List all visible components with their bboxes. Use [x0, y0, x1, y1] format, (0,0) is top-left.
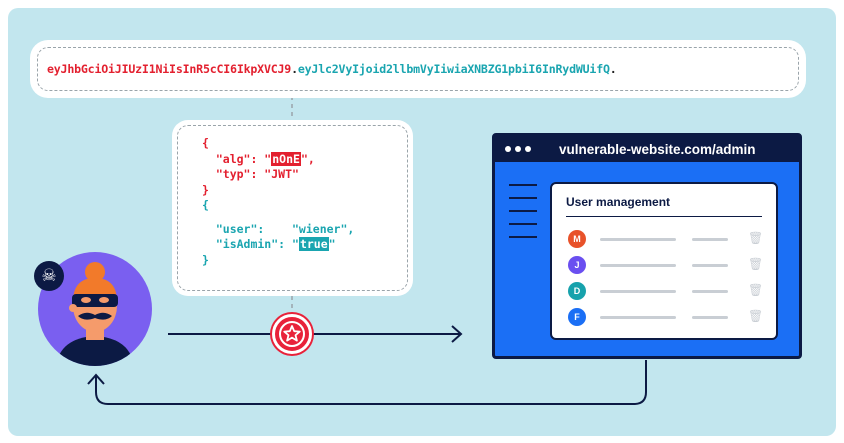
- jwt-token-bar: eyJhbGciOiJIUzI1NiIsInR5cCI6IkpXVCJ9.eyJ…: [32, 42, 804, 96]
- browser-title-bar: vulnerable-website.com/admin: [495, 136, 799, 162]
- placeholder-line: [692, 238, 728, 241]
- user-avatar: M: [568, 230, 586, 248]
- isadmin-value-highlight: true: [298, 237, 329, 251]
- placeholder-line: [692, 316, 728, 319]
- card-title: User management: [566, 195, 671, 209]
- jwt-separator: .: [291, 62, 298, 76]
- trash-icon: 🗑: [748, 231, 764, 245]
- alg-line: "alg": "nOnE",: [202, 151, 315, 166]
- user-avatar: D: [568, 282, 586, 300]
- jwt-separator: .: [609, 62, 617, 76]
- request-arrowhead: [451, 325, 463, 343]
- decoded-jwt-panel: { "alg": "nOnE", "typ": "JWT" } { "user"…: [172, 120, 413, 296]
- hamburger-menu-icon: [509, 184, 537, 249]
- user-avatar: J: [568, 256, 586, 274]
- placeholder-line: [692, 290, 728, 293]
- attacker-illustration: [56, 262, 134, 366]
- user-line: "user": "wiener",: [202, 221, 355, 236]
- header-close-brace: }: [202, 182, 209, 197]
- placeholder-line: [600, 290, 676, 293]
- placeholder-line: [600, 264, 676, 267]
- placeholder-line: [692, 264, 728, 267]
- browser-window: vulnerable-website.com/admin User manage…: [492, 133, 802, 359]
- header-open-brace: {: [202, 136, 209, 150]
- user-avatar: F: [568, 308, 586, 326]
- response-path: [95, 360, 647, 405]
- user-row: F 🗑: [568, 308, 768, 326]
- isadmin-line: "isAdmin": "true": [202, 237, 336, 251]
- placeholder-line: [600, 316, 676, 319]
- browser-url: vulnerable-website.com/admin: [559, 142, 756, 157]
- trash-icon: 🗑: [748, 309, 764, 323]
- user-row: M 🗑: [568, 230, 768, 248]
- placeholder-line: [600, 238, 676, 241]
- trash-icon: 🗑: [748, 257, 764, 271]
- jwt-header-segment: eyJhbGciOiJIUzI1NiIsInR5cCI6IkpXVCJ9: [47, 62, 292, 76]
- typ-line: "typ": "JWT": [202, 167, 299, 181]
- card-divider: [566, 216, 762, 217]
- response-arrowhead: [87, 373, 105, 385]
- alg-value-highlight: nOnE: [271, 151, 301, 166]
- window-dots-icon: [505, 146, 531, 152]
- star-icon: [272, 314, 312, 354]
- trash-icon: 🗑: [748, 283, 764, 297]
- payload-close-brace: }: [202, 252, 209, 267]
- skull-crossbones-icon: ☠: [34, 261, 64, 291]
- payload-open-brace: {: [202, 198, 209, 212]
- jwt-payload-segment: eyJlc2VyIjoid2llbmVyIiwiaXNBZG1pbiI6InRy…: [297, 62, 610, 76]
- user-management-card: User management M 🗑 J 🗑 D 🗑 F 🗑: [550, 182, 778, 340]
- user-row: D 🗑: [568, 282, 768, 300]
- user-row: J 🗑: [568, 256, 768, 274]
